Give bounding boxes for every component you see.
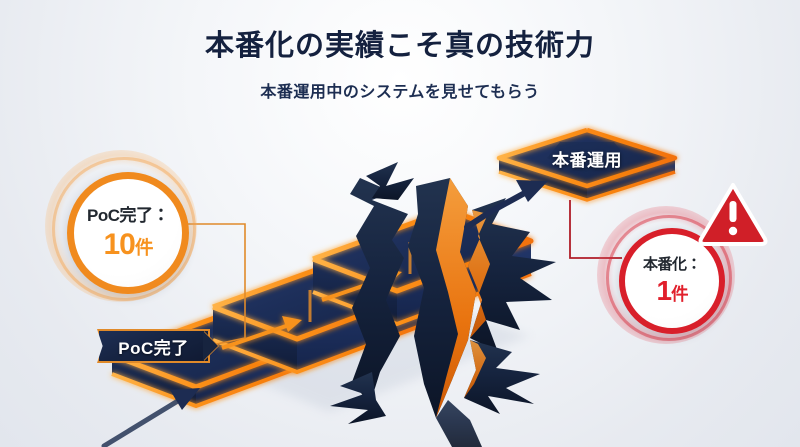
- entry-arrow: [101, 388, 200, 447]
- connector-poc: [182, 223, 246, 346]
- poc-count-badge[interactable]: PoC完了： 10件: [67, 172, 189, 294]
- leap-arrow: [464, 180, 548, 230]
- chasm-right-rim: [468, 198, 556, 352]
- platform-honban-unyo: [496, 127, 678, 202]
- chasm-right-rim-glow: [468, 210, 490, 338]
- poc-badge-number: 10: [103, 227, 136, 261]
- chasm-spike-upper-left: [366, 162, 414, 200]
- ribbon-pointer-icon: [203, 331, 218, 361]
- step-arrow-1: [221, 316, 302, 350]
- honban-badge-value: 1件: [656, 275, 689, 306]
- honban-badge-unit: 件: [671, 284, 688, 304]
- honban-badge-outer-ring: [606, 215, 732, 341]
- ribbon-label-poc: PoC完了: [97, 329, 210, 363]
- poc-badge-unit: 件: [134, 236, 154, 258]
- page-subtitle: 本番運用中のシステムを見せてもらう: [260, 84, 540, 101]
- poc-badge-value: 10件: [103, 227, 154, 261]
- honban-badge-caption: 本番化：: [642, 256, 702, 273]
- honban-badge-number: 1: [656, 275, 673, 306]
- chasm-tail: [436, 400, 482, 447]
- chasm: [330, 162, 556, 447]
- chasm-void-rim: [436, 178, 476, 418]
- poc-badge-outer-ring: [52, 157, 196, 301]
- honban-count-badge[interactable]: 本番化： 1件: [619, 228, 725, 334]
- chasm-spur-lower-right-glow: [464, 340, 486, 398]
- platform-label-honban-unyo: 本番運用: [552, 150, 622, 170]
- chasm-left-rim: [350, 178, 408, 404]
- page-title: 本番化の実績こそ真の技術力: [204, 30, 595, 62]
- warning-triangle-icon: [698, 183, 768, 246]
- connector-honban: [569, 200, 622, 259]
- chasm-spur-lower-left: [330, 372, 386, 424]
- poc-badge-caption: PoC完了：: [87, 205, 170, 225]
